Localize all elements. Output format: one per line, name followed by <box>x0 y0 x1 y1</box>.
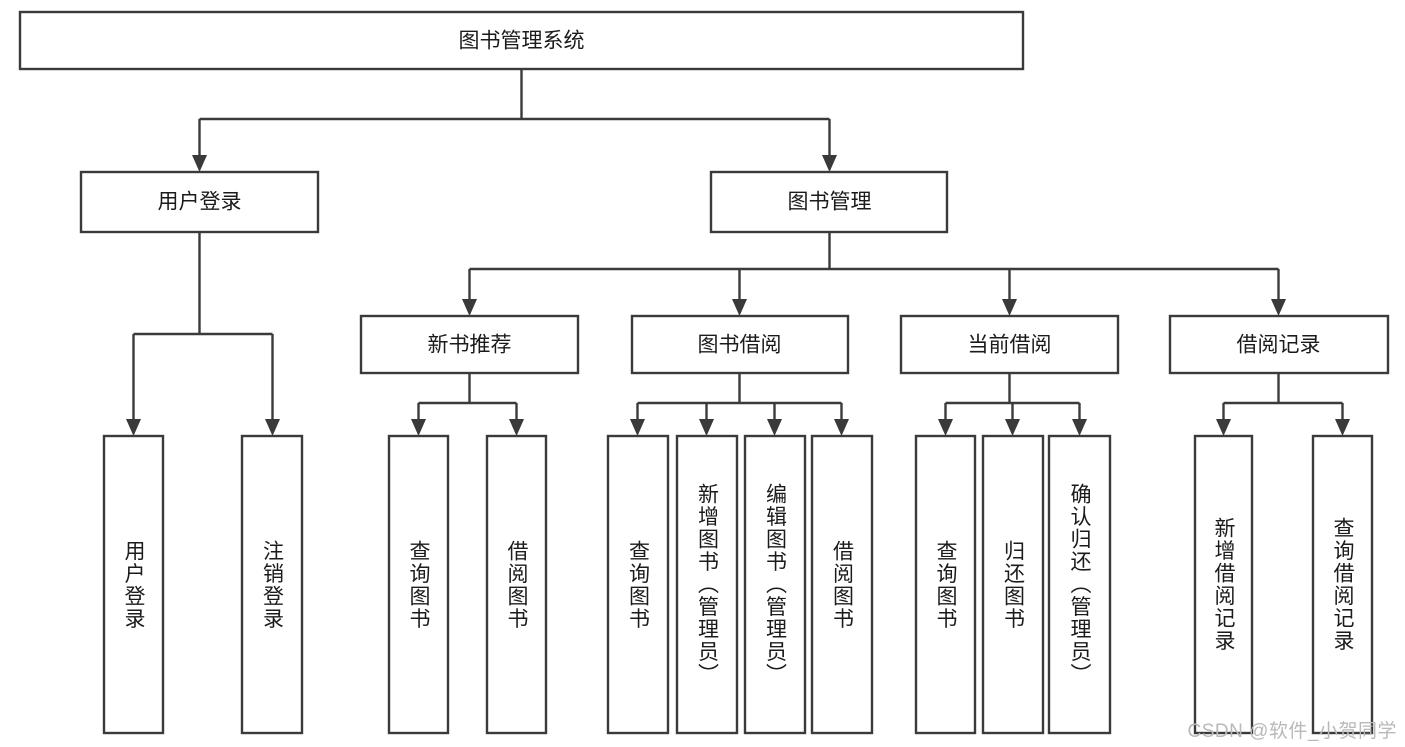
node-user-login-label: 用户登录 <box>158 191 242 214</box>
leaf-query-book-rec-box[interactable] <box>387 434 450 735</box>
leaf-box-group <box>102 434 1374 735</box>
leaf-query-book-current-box[interactable] <box>914 434 977 735</box>
node-borrow-record-label: 借阅记录 <box>1237 334 1321 357</box>
arrow-to-borrow-record <box>1271 299 1286 316</box>
node-root-label: 图书管理系统 <box>459 30 585 53</box>
connector-group-root <box>192 69 837 172</box>
node-book-manage[interactable]: 图书管理 <box>709 170 949 234</box>
connector-group-book-borrow <box>630 373 849 436</box>
arrow-to-leaf-user-login <box>126 419 141 436</box>
node-current-borrow-box[interactable] <box>899 314 1120 375</box>
arrow-to-leaf-borrow-book <box>834 419 849 436</box>
arrow-to-leaf-add-book <box>699 419 714 436</box>
leaf-query-book-borrow-box[interactable] <box>606 434 670 735</box>
node-root[interactable]: 图书管理系统 <box>18 10 1025 71</box>
node-root-box[interactable] <box>18 10 1025 71</box>
arrow-to-leaf-logout-login <box>265 419 280 436</box>
arrow-to-leaf-query-borrow-record <box>1335 419 1350 436</box>
node-user-login[interactable]: 用户登录 <box>79 170 320 234</box>
leaf-confirm-return-box[interactable] <box>1047 434 1112 735</box>
node-book-borrow-box[interactable] <box>630 314 850 375</box>
leaf-return-book-box[interactable] <box>981 434 1045 735</box>
node-new-book-rec-label: 新书推荐 <box>428 334 512 357</box>
node-current-borrow[interactable]: 当前借阅 <box>899 314 1120 375</box>
connector-group-user-login <box>126 232 280 436</box>
arrow-to-leaf-query-book-current <box>938 419 953 436</box>
connector-group-book-manage <box>462 232 1286 316</box>
node-current-borrow-label: 当前借阅 <box>968 334 1052 357</box>
arrow-to-user-login <box>192 155 207 172</box>
node-book-borrow-label: 图书借阅 <box>698 334 782 357</box>
connector-group-borrow-record <box>1216 373 1350 436</box>
arrow-to-current-borrow <box>1002 299 1017 316</box>
arrow-to-leaf-return-book <box>1005 419 1020 436</box>
node-book-manage-box[interactable] <box>709 170 949 234</box>
node-borrow-record-box[interactable] <box>1168 314 1390 375</box>
leaf-user-login-box[interactable] <box>102 434 165 735</box>
arrow-to-new-book-rec <box>462 299 477 316</box>
arrow-to-leaf-confirm-return <box>1072 419 1087 436</box>
node-new-book-rec[interactable]: 新书推荐 <box>359 314 580 375</box>
node-user-login-box[interactable] <box>79 170 320 234</box>
arrow-to-book-manage <box>822 155 837 172</box>
node-book-borrow[interactable]: 图书借阅 <box>630 314 850 375</box>
arrow-to-leaf-query-book-rec <box>411 419 426 436</box>
arrow-to-leaf-add-borrow-record <box>1216 419 1231 436</box>
watermark-text: CSDN @软件_小贺同学 <box>1187 721 1397 742</box>
leaf-query-borrow-record-box[interactable] <box>1311 434 1374 735</box>
leaf-edit-book-box[interactable] <box>743 434 807 735</box>
leaf-add-borrow-record-box[interactable] <box>1193 434 1254 735</box>
connector-group-current-borrow <box>938 373 1087 436</box>
leaf-borrow-book-box[interactable] <box>810 434 874 735</box>
arrow-to-book-borrow <box>732 299 747 316</box>
leaf-borrow-book-rec-box[interactable] <box>485 434 548 735</box>
node-borrow-record[interactable]: 借阅记录 <box>1168 314 1390 375</box>
leaf-logout-login-box[interactable] <box>240 434 304 735</box>
arrow-to-leaf-edit-book <box>767 419 782 436</box>
arrow-to-leaf-borrow-book-rec <box>509 419 524 436</box>
arrow-to-leaf-query-book-borrow <box>630 419 645 436</box>
node-book-manage-label: 图书管理 <box>788 191 872 214</box>
node-new-book-rec-box[interactable] <box>359 314 580 375</box>
leaf-add-book-box[interactable] <box>675 434 739 735</box>
connector-group-new-book-rec <box>411 373 524 436</box>
